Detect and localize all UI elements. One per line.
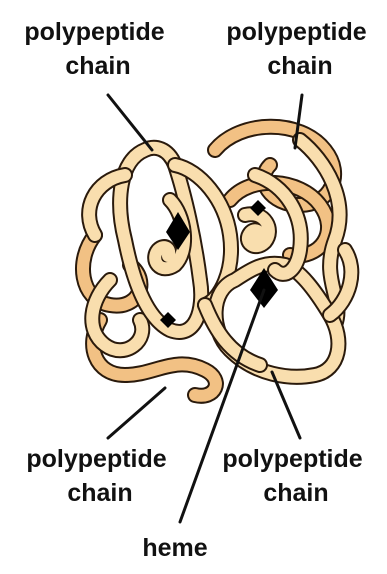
label-bottom-left-line1: polypeptide <box>26 445 166 473</box>
label-top-left-line1: polypeptide <box>24 18 164 46</box>
label-top-right-line1: polypeptide <box>226 18 366 46</box>
leader-line-bottom-left <box>108 388 165 438</box>
label-top-right-line2: chain <box>267 52 332 80</box>
label-bottom-left-line2: chain <box>67 479 132 507</box>
protein-structure <box>83 127 351 396</box>
label-top-left: polypeptide chain <box>24 18 171 80</box>
label-bottom-left: polypeptide chain <box>26 445 173 507</box>
label-bottom-right-line2: chain <box>263 479 328 507</box>
label-bottom-right-line1: polypeptide <box>222 445 362 473</box>
label-heme: heme <box>142 534 207 562</box>
label-top-right: polypeptide chain <box>226 18 373 80</box>
leader-line-top-left <box>108 95 152 150</box>
label-bottom-right: polypeptide chain <box>222 445 369 507</box>
label-top-left-line2: chain <box>65 52 130 80</box>
